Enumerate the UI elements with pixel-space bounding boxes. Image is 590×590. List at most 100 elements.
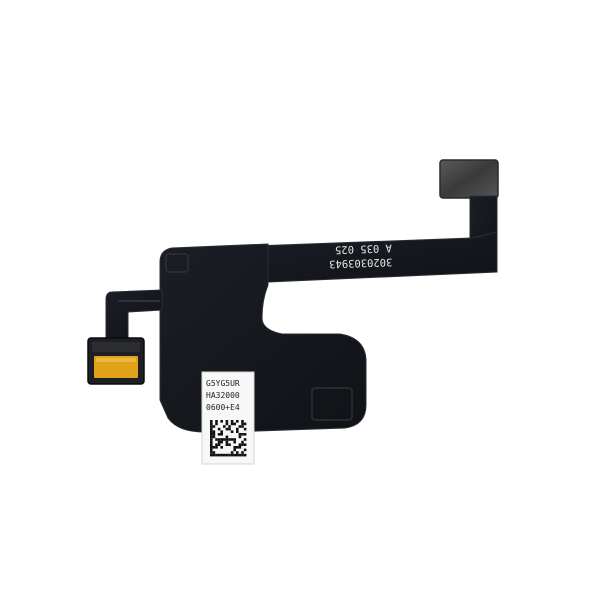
matrix-cell [210,448,213,452]
flex-left-arm [105,289,163,341]
matrix-cell [210,453,213,457]
matrix-cell [225,435,229,439]
matrix-cell [236,420,239,423]
flex-printed-lot: A 035 025 [335,242,392,256]
matrix-cell [215,420,218,423]
matrix-cell [212,453,216,457]
matrix-cell [241,425,244,428]
matrix-cell [236,453,239,457]
matrix-cell [210,422,213,426]
body-mark-top-left [165,253,189,273]
matrix-cell [243,448,247,452]
flex-printed-code: 3020303943 [329,256,393,270]
matrix-cell [243,422,247,426]
matrix-cell [215,446,218,449]
matrix-cell [220,438,223,441]
matrix-cell [228,427,231,431]
label-line-1: G5YG5UR [206,379,240,388]
matrix-cell [243,453,247,457]
matrix-cell [210,440,213,444]
matrix-cell [220,430,223,433]
matrix-cell [230,422,234,426]
matrix-cell [223,453,226,457]
matrix-cell [228,443,231,446]
matrix-cell [210,438,213,441]
matrix-cell [238,446,242,449]
matrix-cell [236,451,239,454]
matrix-cell [212,430,216,433]
matrix-cell [217,427,221,431]
matrix-cell [223,438,226,441]
matrix-cell [228,438,231,441]
matrix-cell [228,425,231,428]
connector-top-lip [92,342,140,352]
matrix-cell [225,443,229,446]
matrix-cell [215,443,218,446]
matrix-cell [241,433,244,436]
matrix-cell [220,433,223,436]
matrix-cell [217,433,221,436]
matrix-cell [243,427,247,431]
matrix-cell [230,451,234,454]
matrix-cell [243,433,247,436]
matrix-cell [210,425,213,428]
matrix-cell [241,422,244,426]
matrix-cell [225,427,229,431]
matrix-cell [230,420,234,423]
matrix-cell [230,430,234,433]
matrix-cell [233,440,236,444]
matrix-cell [241,443,244,446]
matrix-cell [241,440,244,444]
matrix-cell [212,425,216,428]
matrix-cell [220,446,223,449]
matrix-cell [210,420,213,423]
matrix-cell [236,446,239,449]
top-metal-stiffener [439,159,499,199]
data-matrix-code [210,420,247,457]
matrix-cell [233,448,236,452]
matrix-cell [225,438,229,441]
matrix-cell [228,453,231,457]
arm-trace-line [118,300,160,302]
matrix-cell [220,453,223,457]
connector-contact-shine [96,358,136,362]
matrix-cell [212,435,216,439]
matrix-cell [238,443,242,446]
matrix-cell [238,453,242,457]
matrix-cell [225,420,229,423]
matrix-cell [233,438,236,441]
matrix-cell [238,425,242,428]
matrix-cell [233,446,236,449]
matrix-cell [220,440,223,444]
matrix-cell [225,453,229,457]
matrix-cell [233,453,236,457]
matrix-cell [220,420,223,423]
matrix-cell [210,451,213,454]
matrix-cell [230,438,234,441]
matrix-cell [238,433,242,436]
matrix-cell [210,443,213,446]
matrix-cell [225,440,229,444]
matrix-cell [238,435,242,439]
body-mark-bottom-right [311,387,353,421]
barcode-label: G5YG5UR HA32000 0600+E4 [201,371,255,465]
matrix-cell [233,422,236,426]
matrix-cell [243,443,247,446]
matrix-cell [223,425,226,428]
matrix-cell [215,453,218,457]
matrix-cell [210,446,213,449]
matrix-cell [217,443,221,446]
matrix-cell [210,435,213,439]
matrix-cell [225,422,229,426]
matrix-cell [217,438,221,441]
matrix-cell [230,453,234,457]
matrix-cell [212,451,216,454]
matrix-cell [236,430,239,433]
label-line-2: HA32000 [206,391,240,400]
matrix-cell [210,430,213,433]
matrix-cell [217,453,221,457]
matrix-cell [212,446,216,449]
label-line-3: 0600+E4 [206,403,240,412]
matrix-cell [215,438,218,441]
